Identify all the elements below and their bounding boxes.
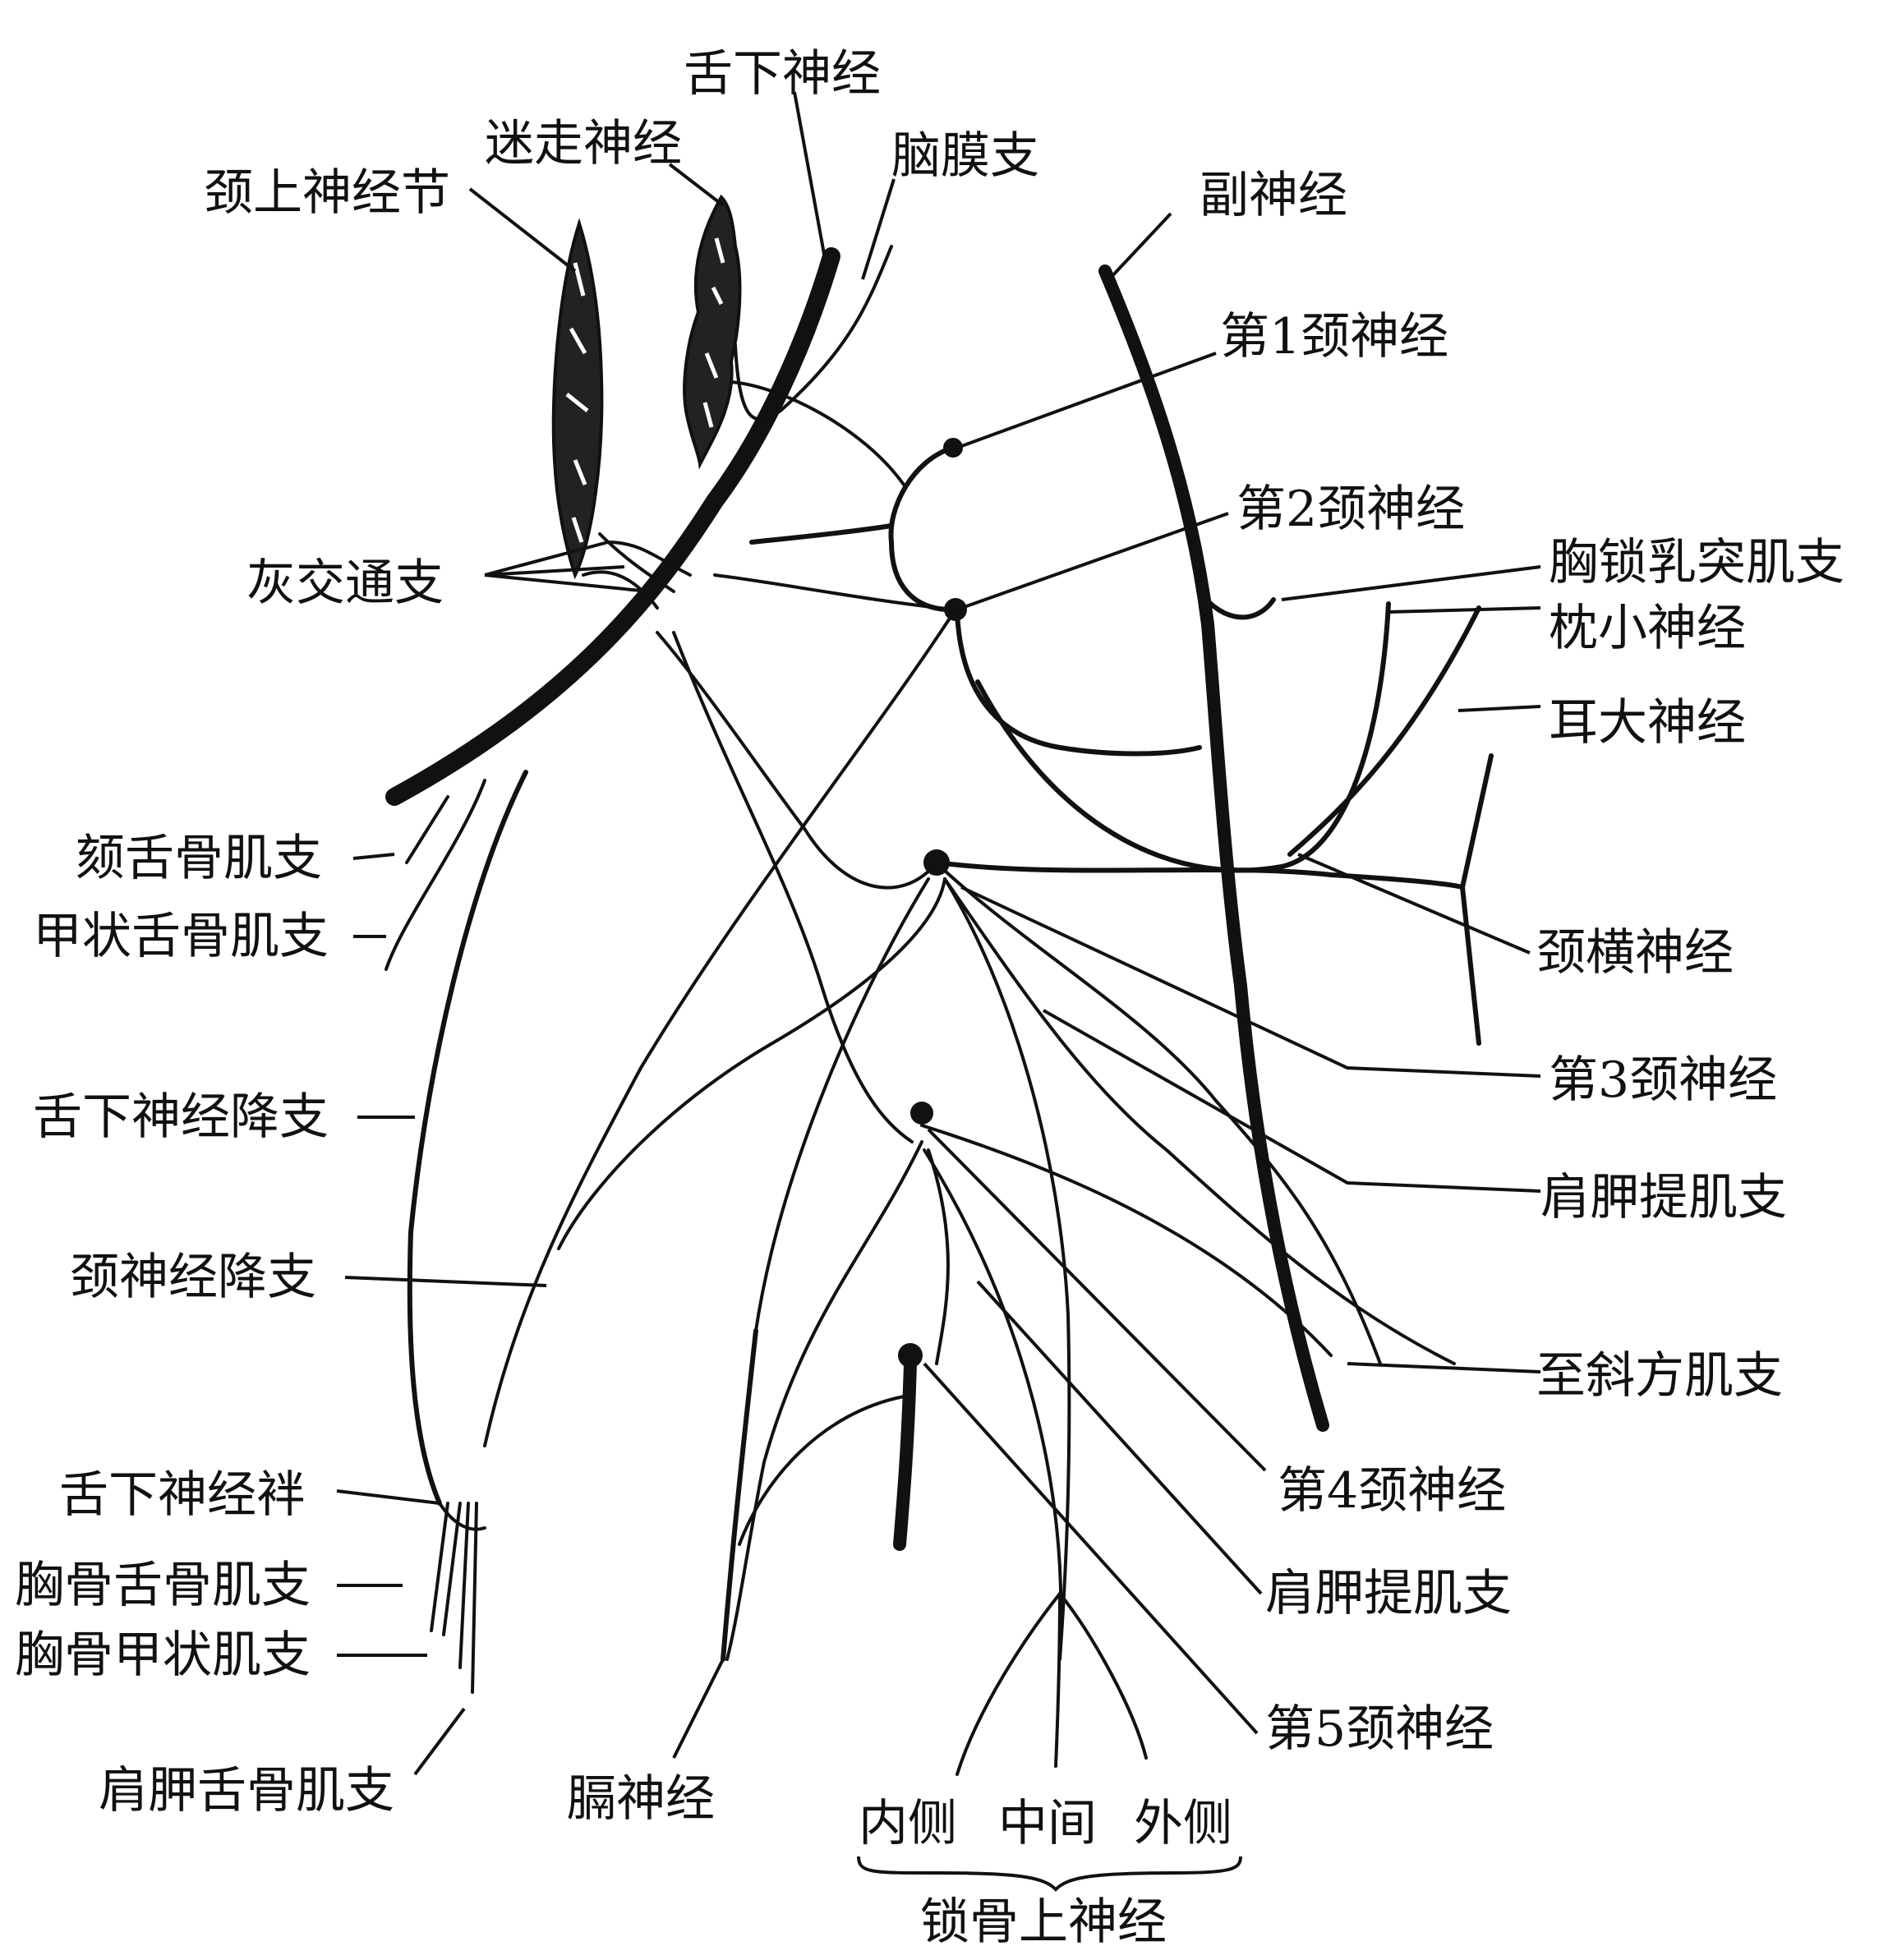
label-omohyoid: 肩胛舌骨肌支: [99, 1762, 394, 1820]
label-sternohyoid: 胸骨舌骨肌支: [15, 1557, 311, 1614]
label-supraclavicular: 锁骨上神经: [920, 1893, 1167, 1951]
label-c3: 第3颈神经: [1549, 1051, 1777, 1109]
supraclavicular-medial: [956, 1592, 1061, 1776]
label-vagus: 迷走神经: [485, 115, 682, 173]
accessory-nerve: [1098, 265, 1329, 1432]
label-c4: 第4颈神经: [1278, 1462, 1506, 1520]
label-scm-branch: 胸锁乳突肌支: [1549, 534, 1844, 591]
label-gray-rami: 灰交通支: [246, 554, 444, 612]
label-sternothyroid: 胸骨甲状肌支: [15, 1626, 311, 1684]
c1-to-hypoglossal: [749, 523, 894, 545]
label-c1: 第1颈神经: [1220, 308, 1448, 366]
label-medial: 内侧: [859, 1795, 957, 1852]
c2-to-hypoglossal: [713, 573, 955, 611]
c5-to-phrenic: [738, 1395, 905, 1546]
c2-to-lesser-occipital: [955, 610, 1202, 757]
label-meningeal: 脑膜支: [891, 127, 1039, 185]
label-lateral: 外侧: [1134, 1795, 1232, 1852]
lesser-occipital-nerve: [975, 601, 1391, 873]
c4-trapezius: [920, 1124, 1333, 1357]
c5-ganglion: [898, 1343, 923, 1368]
c3-transverse: [934, 860, 1481, 1046]
ganglion-speckle: [565, 262, 589, 543]
ansa-branches: [430, 1502, 478, 1694]
c3-descending: [754, 877, 930, 1332]
meningeal-branch: [734, 245, 893, 421]
label-ansa: 舌下神经袢: [59, 1466, 306, 1524]
c1-to-vagus: [730, 380, 905, 486]
c4-ganglion: [910, 1102, 933, 1125]
c4-phrenic: [725, 1140, 923, 1661]
label-intermediate: 中间: [998, 1795, 1097, 1852]
hypoglossal-descending-branch: [407, 770, 528, 1506]
supraclavicular-intermediate: [1054, 1592, 1061, 1768]
label-thyrohyoid: 甲状舌骨肌支: [33, 908, 329, 965]
descending-cervical-branch: [483, 608, 957, 1447]
great-auricular-nerve: [1287, 605, 1481, 857]
thyrohyoid-branch: [385, 779, 486, 971]
c3-levator-2: [943, 877, 1456, 1365]
label-transverse-cervical: 颈横神经: [1536, 924, 1734, 982]
vagus-speckle: [702, 237, 725, 428]
label-hypoglossal: 舌下神经: [684, 45, 881, 103]
label-phrenic: 膈神经: [567, 1770, 715, 1828]
c4-lateral: [923, 1148, 1063, 1645]
label-superior-cervical-ganglion: 颈上神经节: [204, 164, 450, 222]
vagus-ganglion-shape: [683, 194, 742, 470]
label-great-auricular: 耳大神经: [1549, 694, 1746, 752]
label-c5: 第5颈神经: [1265, 1700, 1494, 1758]
c3-descending-to-phrenic: [557, 877, 946, 1250]
label-levator-scapulae-2: 肩胛提肌支: [1265, 1565, 1512, 1622]
c3-supraclavicular: [943, 877, 1071, 1661]
c4-levator: [927, 1148, 950, 1365]
labels: 舌下神经 迷走神经 脑膜支 颈上神经节 副神经 第1颈神经 第2颈神经 灰交通支…: [15, 45, 1844, 1951]
nerve-structures: [385, 194, 1494, 1776]
label-lesser-occipital: 枕小神经: [1549, 600, 1746, 657]
label-geniohyoid: 颏舌骨肌支: [76, 830, 322, 887]
supraclavicular-lateral: [1058, 1592, 1148, 1760]
label-c2: 第2颈神经: [1236, 481, 1465, 538]
c3-transverse-branch: [1460, 753, 1494, 890]
leader-lines: [336, 91, 1541, 1892]
label-descending-cervical: 颈神经降支: [70, 1249, 316, 1306]
c1-loop: [888, 445, 960, 613]
scm-branch-curve: [1197, 589, 1276, 620]
label-trapezius: 至斜方肌支: [1536, 1347, 1783, 1405]
hypoglossal-trunk: [385, 247, 840, 806]
supraclavicular-brace: [857, 1856, 1242, 1892]
c3-to-c2: [656, 631, 938, 890]
ansa-loop: [438, 1502, 486, 1531]
c3-levator: [943, 869, 1382, 1365]
c1-ganglion: [943, 438, 963, 458]
phrenic-nerve: [721, 1328, 758, 1662]
c4-to-c3: [672, 631, 914, 1143]
label-levator-scapulae-1: 肩胛提肌支: [1540, 1169, 1787, 1226]
superior-cervical-ganglion-shape: [551, 218, 604, 580]
geniohyoid-branch: [405, 795, 449, 864]
label-accessory: 副神经: [1200, 167, 1347, 224]
label-descending-hypoglossal: 舌下神经降支: [33, 1088, 329, 1146]
c5-root: [893, 1357, 917, 1551]
